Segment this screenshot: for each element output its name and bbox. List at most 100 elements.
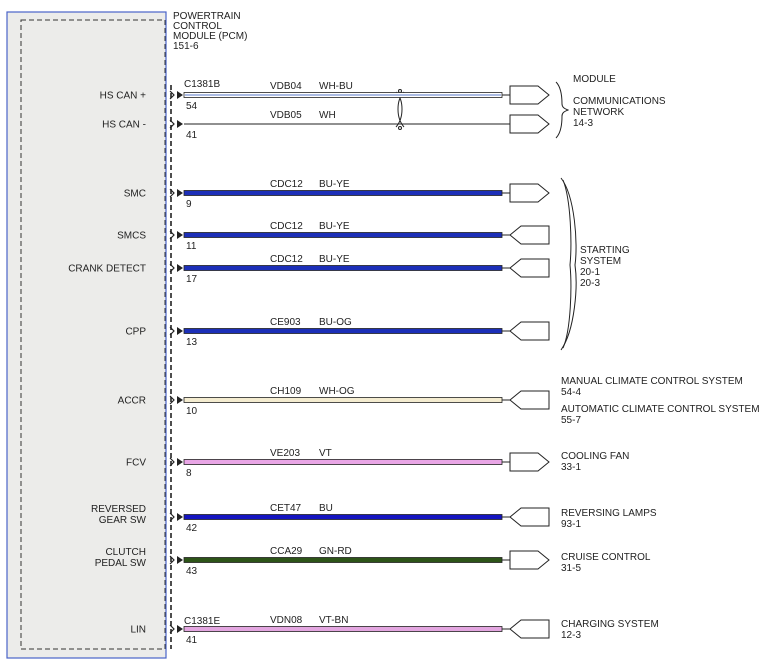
pin-arrow-icon (177, 396, 183, 404)
pin-number: 17 (186, 274, 198, 285)
wire (183, 328, 503, 334)
output-connector-icon (509, 85, 550, 105)
pin-chevron-icon (169, 119, 175, 129)
pin-label: GEAR SW (99, 515, 147, 526)
module-box (6, 11, 167, 659)
circuit-id: CDC12 (270, 179, 303, 190)
connector-c1381b: C1381B (184, 79, 220, 90)
module-name-line-4: 151-6 (173, 41, 199, 52)
svg-text:33-1: 33-1 (561, 462, 581, 473)
pin-number: 54 (186, 101, 198, 112)
svg-text:MODULE: MODULE (573, 74, 616, 85)
circuit-id: CET47 (270, 503, 302, 514)
pin-label: CRANK DETECT (68, 264, 146, 275)
destination-module-network: MODULE COMMUNICATIONS NETWORK 14-3 (573, 74, 666, 129)
circuit-id: VDB05 (270, 110, 302, 121)
connector-c1381e: C1381E (184, 616, 220, 627)
circuit-id: CDC12 (270, 254, 303, 265)
output-connector-icon (509, 452, 550, 472)
svg-text:COOLING FAN: COOLING FAN (561, 451, 629, 462)
pin-chevron-icon (169, 512, 175, 522)
svg-text:AUTOMATIC CLIMATE CONTROL SYST: AUTOMATIC CLIMATE CONTROL SYSTEM (561, 404, 760, 415)
pin-arrow-icon (177, 189, 183, 197)
svg-text:STARTING: STARTING (580, 245, 630, 256)
wire-color-code: VT (319, 448, 332, 459)
module-name-line-2: CONTROL (173, 21, 222, 32)
pin-label: HS CAN - (102, 120, 146, 131)
pin-number: 10 (186, 406, 198, 417)
pin-label: SMC (124, 189, 146, 200)
pin-arrow-icon (177, 625, 183, 633)
wire-color-code: WH-OG (319, 386, 355, 397)
destination-automatic-climate: AUTOMATIC CLIMATE CONTROL SYSTEM 55-7 (561, 404, 760, 426)
destination-cruise-control: CRUISE CONTROL 31-5 (561, 552, 651, 574)
input-connector-icon (509, 225, 550, 245)
svg-text:COMMUNICATIONS: COMMUNICATIONS (573, 96, 666, 107)
circuit-id: VE203 (270, 448, 300, 459)
pin-chevron-icon (169, 188, 175, 198)
destination-starting-system: STARTING SYSTEM 20-1 20-3 (580, 245, 630, 289)
pin-label: SMCS (117, 231, 146, 242)
svg-text:55-7: 55-7 (561, 415, 581, 426)
pin-number: 43 (186, 566, 198, 577)
svg-text:54-4: 54-4 (561, 387, 581, 398)
circuit-id: CH109 (270, 386, 302, 397)
wire (183, 514, 503, 520)
pin-number: 9 (186, 199, 192, 210)
wire-color-code: GN-RD (319, 546, 352, 557)
pin-chevron-icon (169, 395, 175, 405)
svg-text:12-3: 12-3 (561, 630, 581, 641)
wire (183, 265, 503, 271)
wire-row: FCV 8 VE203 VT (126, 448, 550, 479)
pin-label: PEDAL SW (95, 558, 147, 569)
pin-number: 42 (186, 523, 198, 534)
pin-chevron-icon (169, 263, 175, 273)
pin-label: REVERSED (91, 504, 146, 515)
module-inner-border (20, 19, 166, 650)
destination-reversing-lamps: REVERSING LAMPS 93-1 (561, 508, 657, 530)
module-name-line-1: POWERTRAIN (173, 11, 241, 22)
wire-color-code: BU (319, 503, 333, 514)
wire (183, 190, 503, 196)
svg-text:20-3: 20-3 (580, 278, 600, 289)
wire (183, 397, 503, 403)
wire-color-code: WH-BU (319, 81, 353, 92)
svg-text:20-1: 20-1 (580, 267, 600, 278)
destination-charging-system: CHARGING SYSTEM 12-3 (561, 619, 659, 641)
wire-color-code: VT-BN (319, 615, 348, 626)
pin-arrow-icon (177, 120, 183, 128)
wire-color-code: BU-YE (319, 221, 350, 232)
input-connector-icon (509, 619, 550, 639)
svg-text:14-3: 14-3 (573, 118, 593, 129)
wire (183, 459, 503, 465)
svg-text:CRUISE CONTROL: CRUISE CONTROL (561, 552, 651, 563)
pin-label: FCV (126, 458, 146, 469)
svg-text:CHARGING SYSTEM: CHARGING SYSTEM (561, 619, 659, 630)
network-brace (555, 81, 570, 139)
pin-chevron-icon (169, 230, 175, 240)
svg-text:93-1: 93-1 (561, 519, 581, 530)
pin-number: 41 (186, 635, 198, 646)
pin-number: 8 (186, 468, 192, 479)
pin-label: LIN (130, 625, 146, 636)
pin-arrow-icon (177, 556, 183, 564)
input-connector-icon (509, 321, 550, 341)
output-connector-icon (509, 114, 550, 134)
wire (183, 557, 503, 563)
wire (183, 626, 503, 632)
pin-chevron-icon (169, 624, 175, 634)
wire-color-code: BU-YE (319, 179, 350, 190)
pin-number: 11 (186, 241, 197, 252)
circuit-id: VDB04 (270, 81, 302, 92)
destination-manual-climate: MANUAL CLIMATE CONTROL SYSTEM 54-4 (561, 376, 743, 398)
destination-cooling-fan: COOLING FAN 33-1 (561, 451, 629, 473)
wire (183, 232, 503, 238)
pin-chevron-icon (169, 555, 175, 565)
